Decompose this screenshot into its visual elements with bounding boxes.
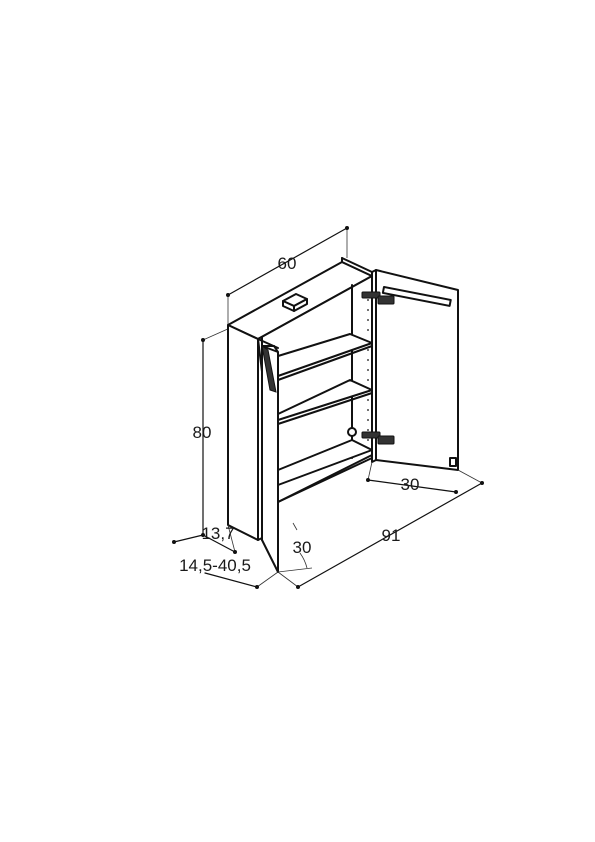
led-light-bar	[381, 285, 452, 307]
dimension-depth-body: 13,7	[172, 524, 237, 554]
left-door	[261, 344, 279, 573]
cabinet-left-side	[227, 324, 263, 541]
dimension-door-width-label: 30	[401, 475, 420, 494]
cabinet-interior	[257, 275, 373, 503]
dimension-width: 60	[226, 226, 349, 325]
hinge-bottom-icon	[361, 431, 395, 445]
right-door	[361, 269, 459, 471]
dimension-height: 80	[193, 327, 231, 537]
dimension-depth-body-label: 13,7	[201, 524, 234, 543]
dimension-door-angle-label: 30	[293, 538, 312, 557]
shelf-pin-holes	[367, 299, 369, 441]
dimension-width-label: 60	[278, 254, 297, 273]
dimension-total-width-label: 91	[382, 526, 401, 545]
hinge-top-icon	[361, 291, 395, 305]
dimension-height-label: 80	[193, 423, 212, 442]
dimension-depth-range: 14,5-40,5	[179, 556, 279, 589]
dimension-door-width: 30	[366, 461, 483, 494]
socket-icon	[347, 427, 357, 437]
dimension-total-width: 91	[277, 481, 484, 589]
dimension-door-angle: 30	[277, 522, 313, 573]
dimension-depth-range-label: 14,5-40,5	[179, 556, 251, 575]
door-notch	[449, 457, 457, 467]
